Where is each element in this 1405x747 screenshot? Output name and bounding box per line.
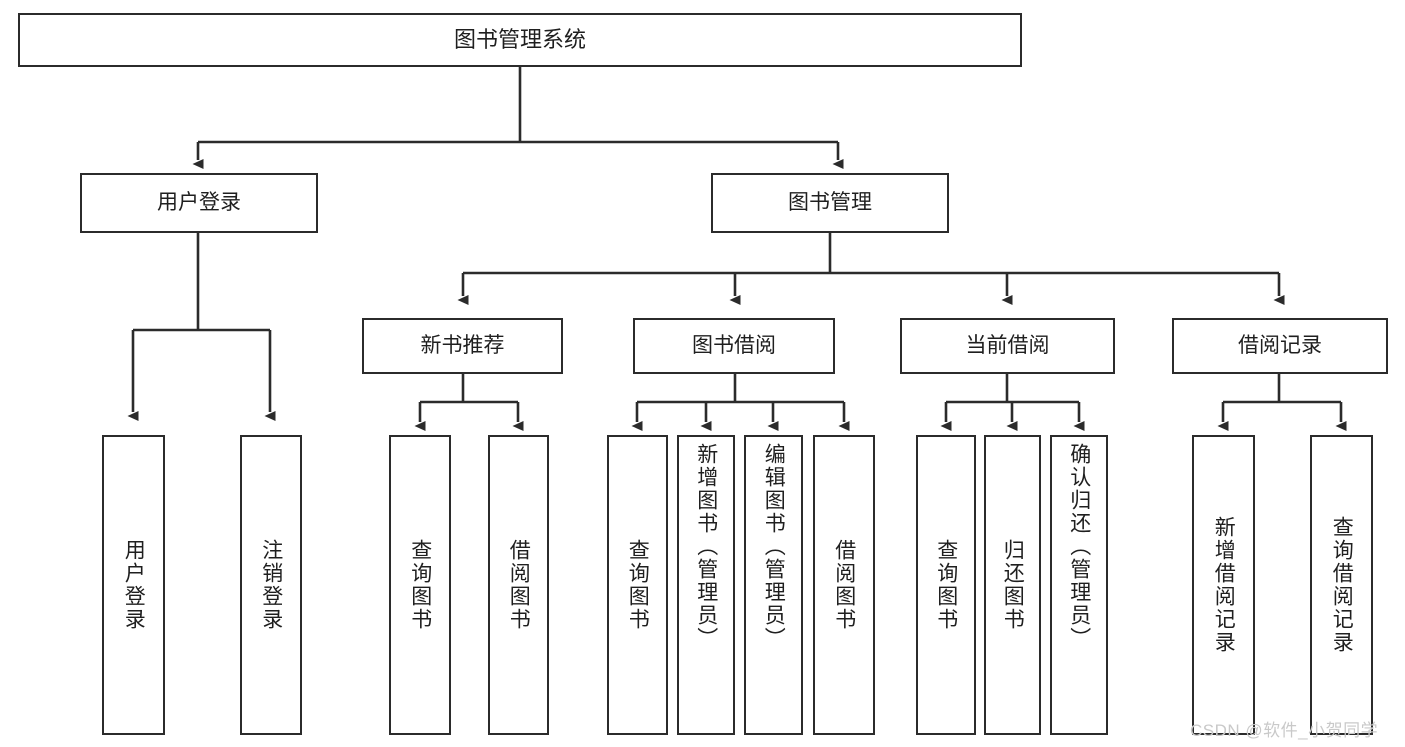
- node-label: 图书管理: [788, 191, 872, 215]
- node-label: 注销登录: [259, 539, 283, 631]
- leaf-borrow-books-borrow[interactable]: 借阅图书: [813, 435, 875, 735]
- node-label: 归还图书: [1001, 539, 1025, 631]
- leaf-query-borrow-record[interactable]: 查询借阅记录: [1310, 435, 1373, 735]
- node-label: 新增图书（管理员）: [694, 443, 718, 650]
- leaf-borrow-books-recommend[interactable]: 借阅图书: [488, 435, 549, 735]
- node-label: 当前借阅: [965, 334, 1050, 358]
- node-current-borrow[interactable]: 当前借阅: [900, 318, 1115, 374]
- csdn-watermark: CSDN @软件_小贺同学: [1190, 721, 1379, 740]
- node-label: 确认归还（管理员）: [1067, 443, 1091, 650]
- node-label: 借阅图书: [832, 539, 856, 631]
- node-book-management[interactable]: 图书管理: [711, 173, 949, 233]
- leaf-confirm-return-admin[interactable]: 确认归还（管理员）: [1050, 435, 1108, 735]
- node-borrow-records[interactable]: 借阅记录: [1172, 318, 1388, 374]
- node-label: 编辑图书（管理员）: [762, 443, 786, 650]
- node-label: 图书借阅: [692, 334, 776, 358]
- node-label: 新增借阅记录: [1212, 516, 1236, 654]
- node-label: 查询借阅记录: [1330, 516, 1354, 654]
- node-label: 图书管理系统: [453, 26, 586, 52]
- leaf-add-book-admin[interactable]: 新增图书（管理员）: [677, 435, 735, 735]
- leaf-query-books-recommend[interactable]: 查询图书: [389, 435, 451, 735]
- leaf-return-books[interactable]: 归还图书: [984, 435, 1041, 735]
- leaf-user-login[interactable]: 用户登录: [102, 435, 165, 735]
- leaf-query-books-current[interactable]: 查询图书: [916, 435, 976, 735]
- node-root-system[interactable]: 图书管理系统: [18, 13, 1022, 67]
- node-label: 新书推荐: [420, 334, 505, 358]
- node-label: 借阅记录: [1238, 334, 1322, 358]
- node-label: 用户登录: [157, 191, 241, 215]
- node-label: 查询图书: [934, 539, 958, 631]
- node-label: 查询图书: [626, 539, 650, 631]
- leaf-add-borrow-record[interactable]: 新增借阅记录: [1192, 435, 1255, 735]
- node-label: 用户登录: [122, 539, 146, 631]
- leaf-edit-book-admin[interactable]: 编辑图书（管理员）: [744, 435, 803, 735]
- node-user-login[interactable]: 用户登录: [80, 173, 318, 233]
- leaf-query-books-borrow[interactable]: 查询图书: [607, 435, 668, 735]
- node-label: 查询图书: [408, 539, 432, 631]
- node-new-book-recommend[interactable]: 新书推荐: [362, 318, 563, 374]
- node-label: 借阅图书: [507, 539, 531, 631]
- leaf-logout[interactable]: 注销登录: [240, 435, 302, 735]
- node-book-borrow[interactable]: 图书借阅: [633, 318, 835, 374]
